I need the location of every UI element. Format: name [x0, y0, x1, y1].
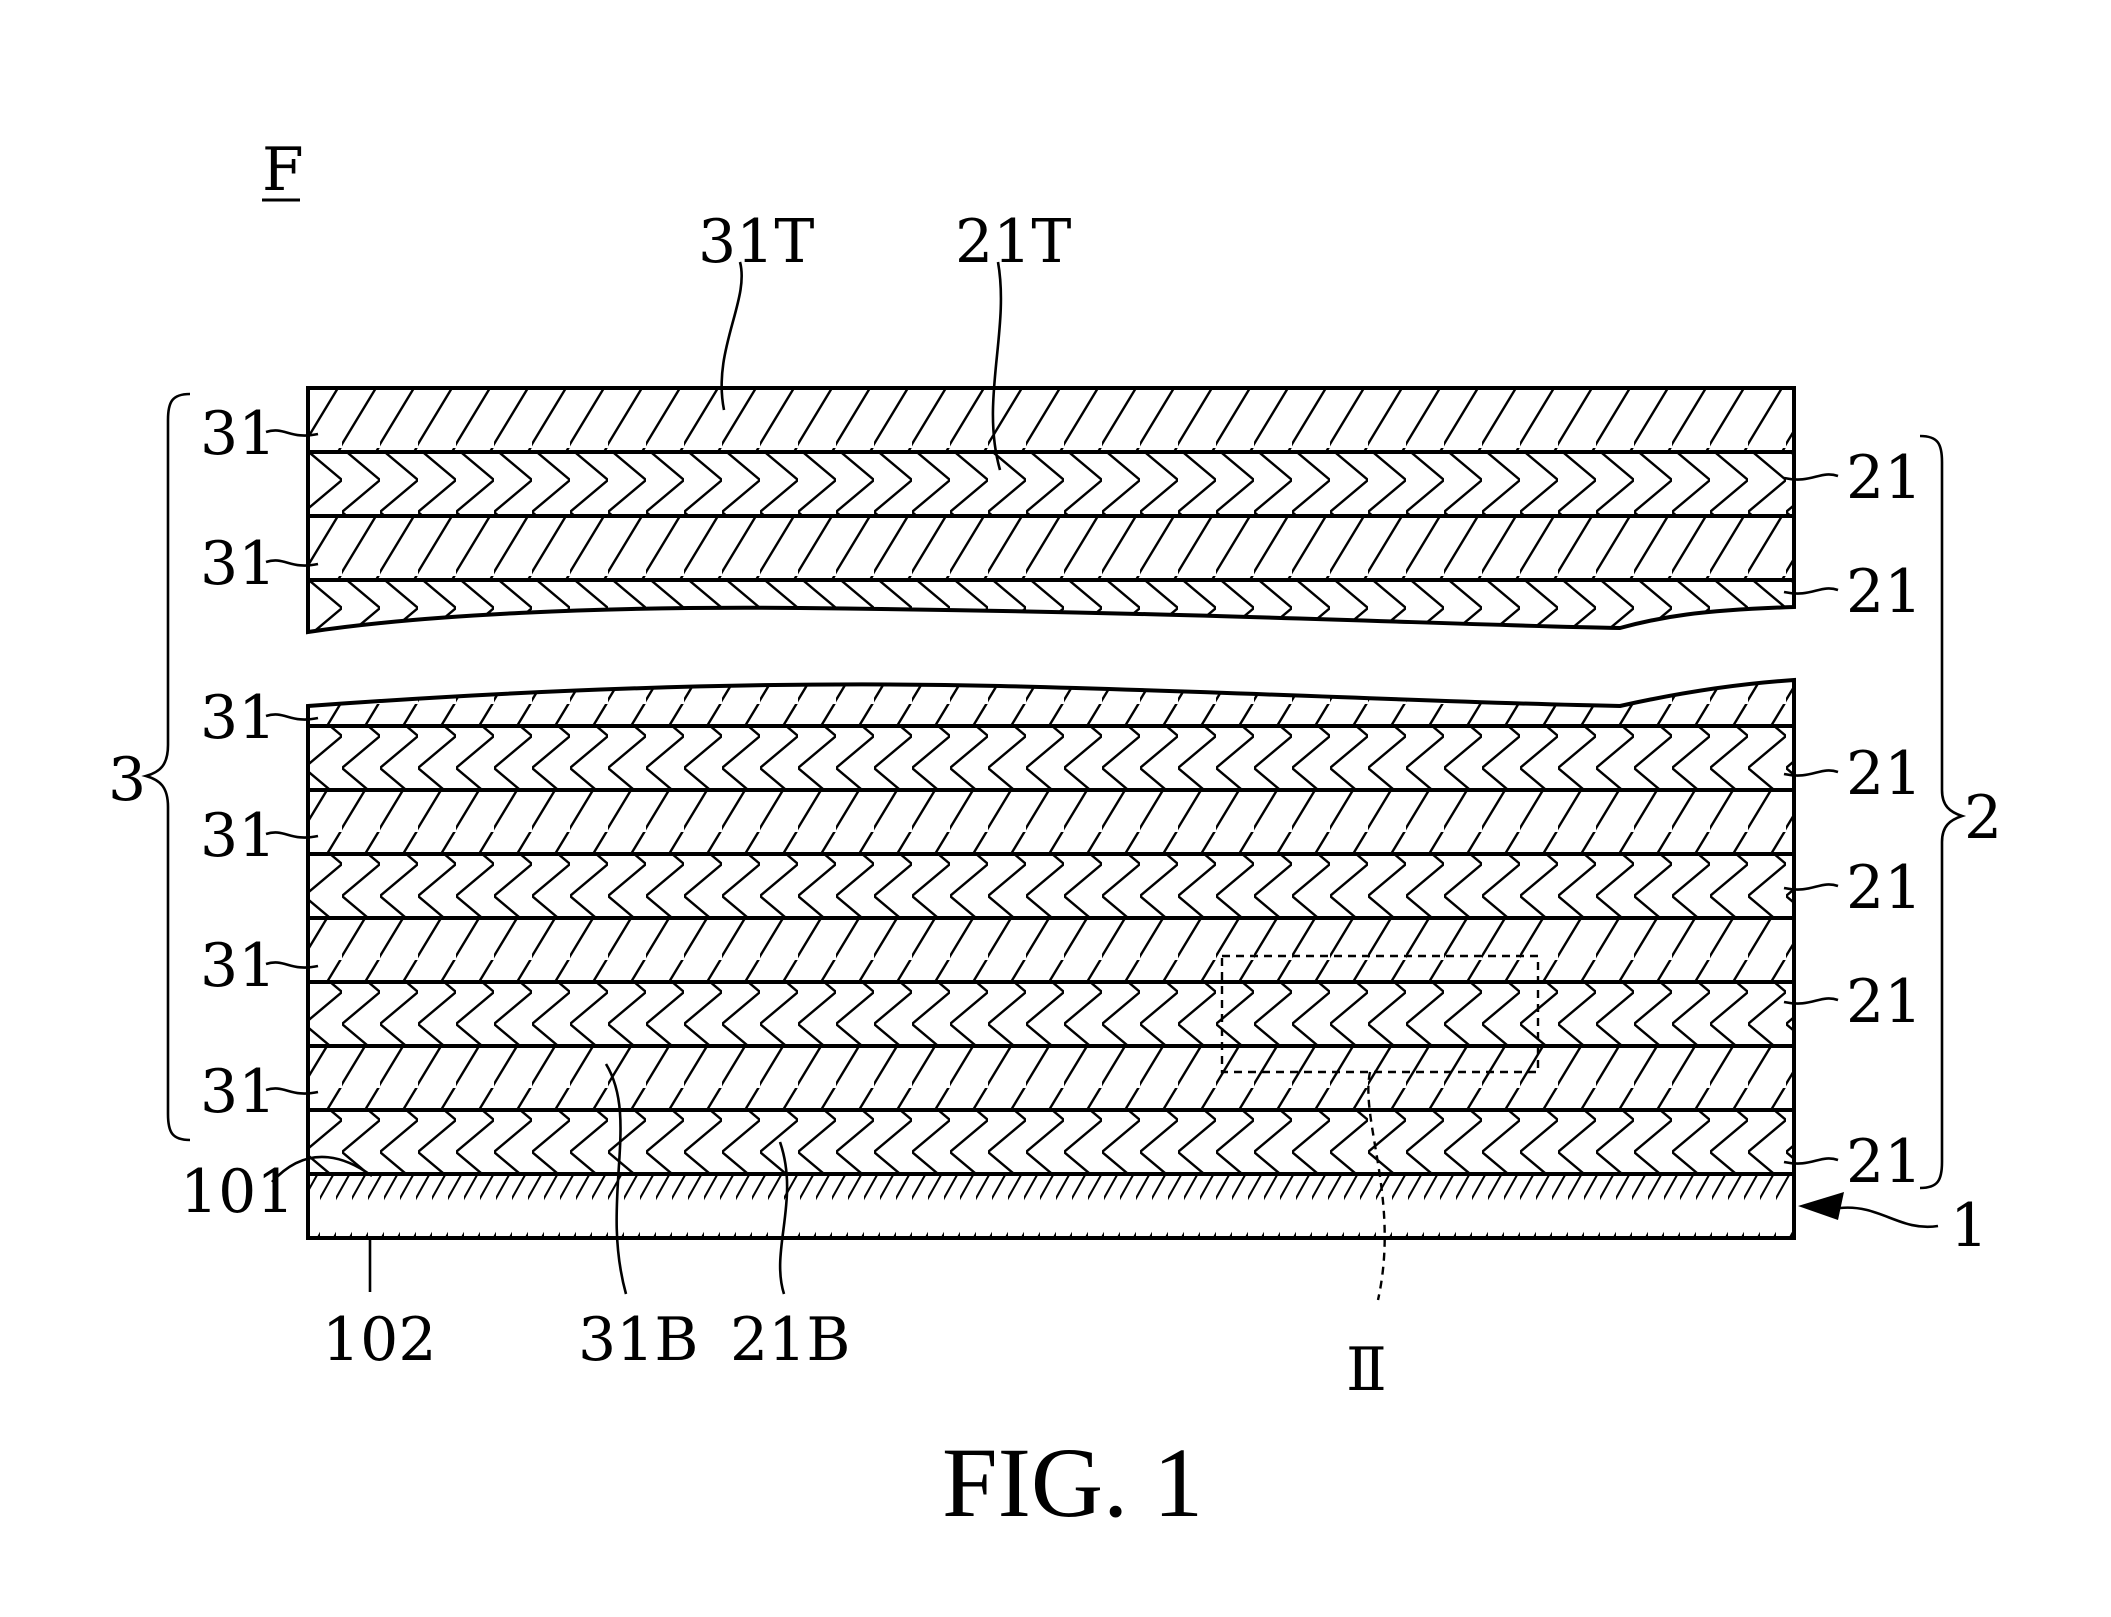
layer-21-upper-broken	[308, 580, 1794, 632]
label-102: 102	[322, 1305, 437, 1375]
label-31B: 31B	[578, 1305, 698, 1375]
label-31-a: 31	[200, 399, 276, 469]
layer-21-lower-3	[308, 982, 1794, 1046]
layer-31-upper-2	[308, 516, 1794, 580]
layer-21-bottom	[308, 1110, 1794, 1174]
layer-31-bottom	[308, 1046, 1794, 1110]
label-21-a: 21	[1846, 443, 1922, 513]
label-21-f: 21	[1846, 1127, 1922, 1197]
figure-caption: FIG. 1	[942, 1427, 1203, 1538]
label-21-d: 21	[1846, 853, 1922, 923]
label-21T: 21T	[955, 207, 1071, 277]
layer-21-lower-2	[308, 854, 1794, 918]
label-31-d: 31	[200, 801, 276, 871]
layer-21-top	[308, 452, 1794, 516]
label-31-f: 31	[200, 1057, 276, 1127]
label-1: 1	[1950, 1191, 1988, 1261]
upper-stack	[308, 388, 1794, 632]
substrate	[308, 1174, 1794, 1238]
label-31T: 31T	[698, 207, 814, 277]
arrow-1	[1798, 1192, 1844, 1220]
label-21-c: 21	[1846, 739, 1922, 809]
label-31-b: 31	[200, 529, 276, 599]
brace-3	[146, 394, 190, 1140]
label-31-e: 31	[200, 931, 276, 1001]
label-21-b: 21	[1846, 557, 1922, 627]
figure-ref-letter: F	[262, 135, 304, 205]
layer-31-lower-2	[308, 790, 1794, 854]
label-21B: 21B	[730, 1305, 850, 1375]
layer-31-lower-3	[308, 918, 1794, 982]
label-31-c: 31	[200, 683, 276, 753]
label-detail-ii: Ⅱ	[1346, 1335, 1387, 1405]
layer-21-lower-1	[308, 726, 1794, 790]
layer-31-top	[308, 388, 1794, 452]
label-21-e: 21	[1846, 967, 1922, 1037]
label-3: 3	[108, 745, 146, 815]
label-2: 2	[1964, 783, 2002, 853]
brace-2	[1920, 436, 1962, 1188]
label-101: 101	[180, 1157, 295, 1227]
lower-stack	[308, 680, 1794, 1238]
